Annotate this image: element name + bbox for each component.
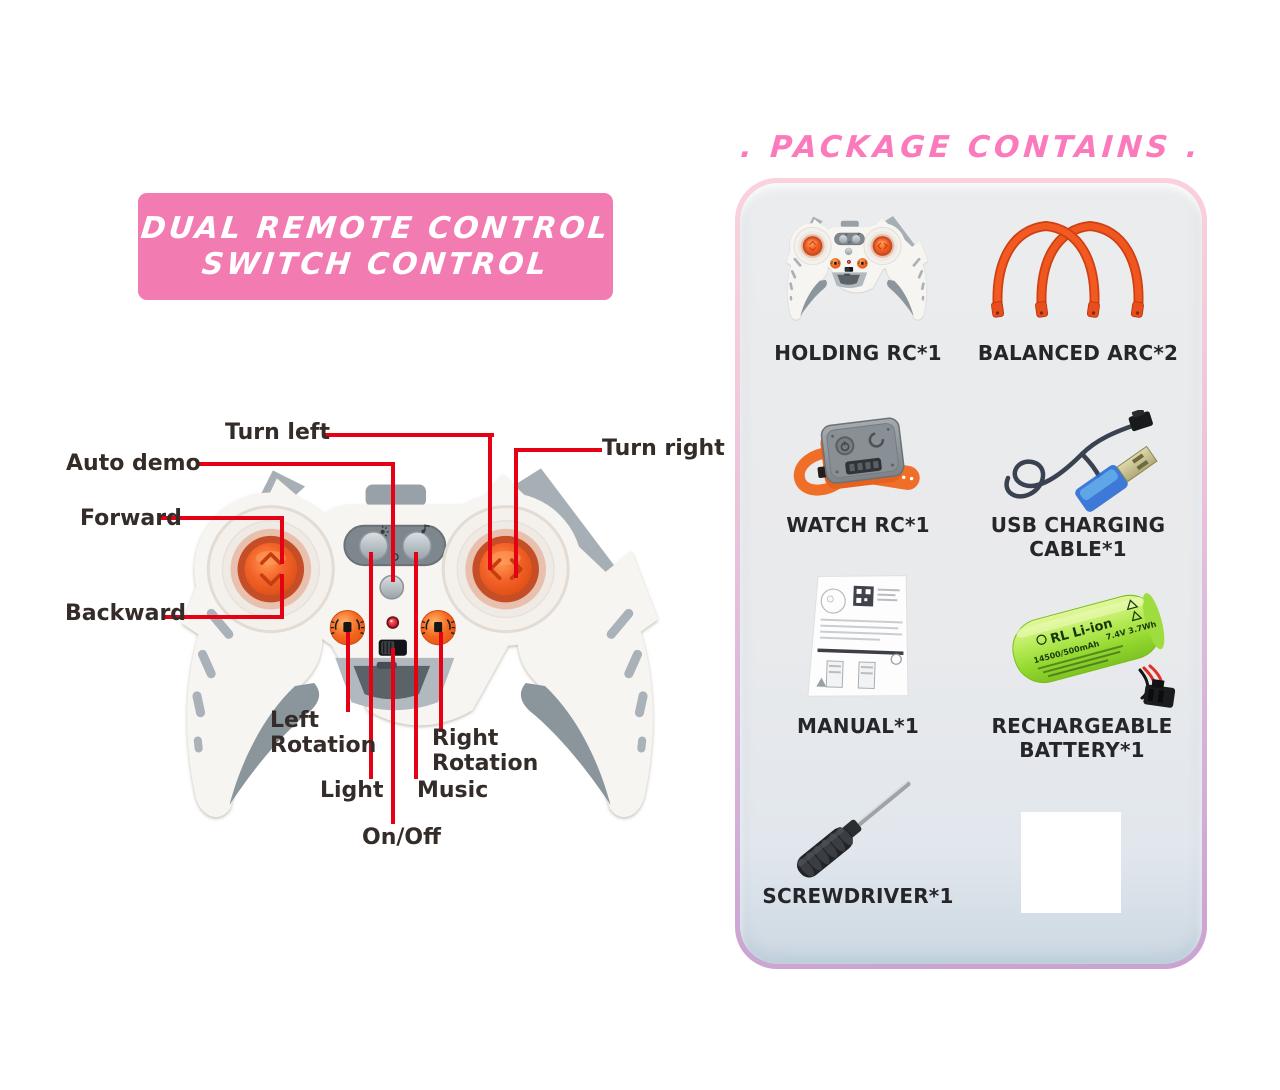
callout-line-forward-v [280,516,284,564]
callout-line-turn-right-v [514,448,518,578]
screwdriver-image [796,781,911,878]
callout-on-off: On/Off [362,825,441,850]
usb-cable-image [1004,410,1158,512]
callout-music: Music [417,778,489,803]
callout-line-forward-h [160,516,284,520]
callout-line-left-rotation-v [346,632,350,712]
callout-line-right-rotation-v [439,632,443,732]
holding-rc-image [782,216,932,342]
callout-line-on-off-v [391,648,395,824]
callout-right-rotation: Right Rotation [432,726,539,776]
controller-body [182,468,658,817]
callout-turn-left: Turn left [225,420,330,445]
dual-remote-banner: DUAL REMOTE CONTROL SWITCH CONTROL [138,193,613,300]
holding-rc-label: HOLDING RC*1 [774,341,942,365]
callout-auto-demo: Auto demo [66,451,201,476]
usb-cable-label: USB CHARGING CABLE*1 [990,513,1166,561]
balanced-arc-image [991,220,1144,318]
callout-light: Light [320,778,384,803]
callout-left-rotation: Left Rotation [270,708,377,758]
banner-line-2: SWITCH CONTROL [200,246,551,282]
balanced-arc-label: BALANCED ARC*2 [977,341,1179,365]
callout-line-auto-demo-h [198,462,395,466]
watch-rc-image [793,417,920,496]
callout-line-turn-left-v [488,433,492,570]
manual-label: MANUAL*1 [797,714,919,738]
callout-forward: Forward [80,506,182,531]
battery-image: RL Li-ion 14500/500mAh 7.4V 3.7Wh [1012,593,1176,708]
callout-line-turn-right-h [514,448,602,452]
battery-label: RECHARGEABLE BATTERY*1 [991,714,1173,762]
callout-line-auto-demo-v [391,462,395,582]
callout-line-backward-v [280,574,284,619]
callout-line-music-v [414,552,418,779]
screwdriver-label: SCREWDRIVER*1 [762,884,954,908]
package-contains-title: . PACKAGE CONTAINS . [739,130,1203,165]
callout-line-turn-left-h [323,433,494,437]
blank-card [1021,812,1121,913]
package-panel-inner [740,183,1202,964]
package-panel [735,178,1207,969]
manual-image [807,575,909,697]
banner-line-1: DUAL REMOTE CONTROL [139,210,612,246]
callout-line-backward-h [163,615,284,619]
callout-line-light-v [369,552,373,779]
callout-backward: Backward [65,601,187,626]
watch-rc-label: WATCH RC*1 [786,513,930,537]
callout-turn-right: Turn right [602,436,725,461]
